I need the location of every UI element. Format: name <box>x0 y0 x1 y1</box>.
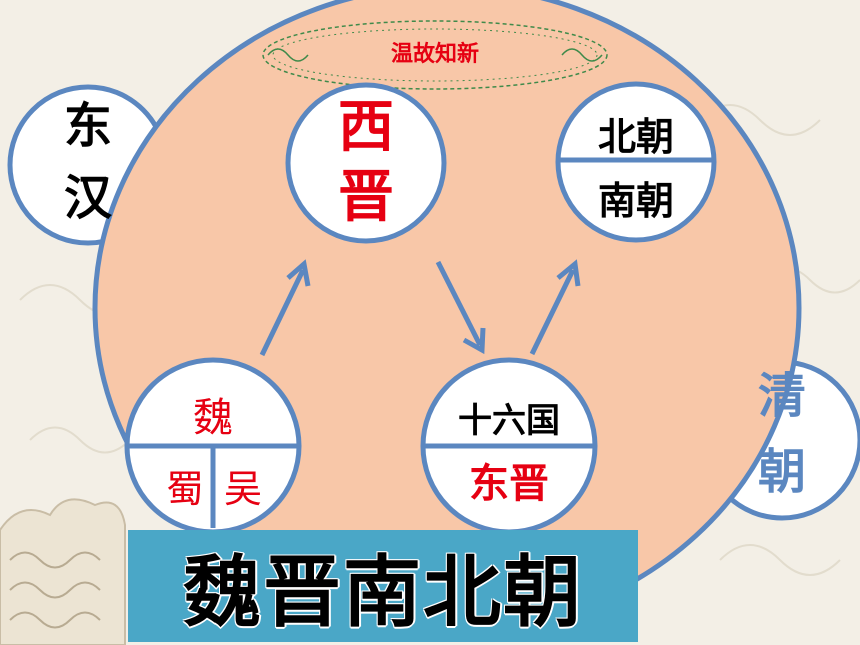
arrow-sanguo-to-xijin <box>259 268 306 357</box>
beinan-bottom: 南朝 <box>597 179 674 223</box>
title-banner: 魏晋南北朝 <box>128 530 638 642</box>
arrow-shiliu-to-beinan <box>529 268 576 356</box>
donghan-line2: 汉 <box>63 170 112 226</box>
xijin-line2: 晋 <box>338 165 394 230</box>
banner-title: 魏晋南北朝 <box>182 548 583 638</box>
xijin-circle <box>285 82 447 244</box>
beinan-top: 北朝 <box>597 115 674 159</box>
shiliu-top: 十六国 <box>458 401 560 441</box>
shiliu-bottom: 东晋 <box>469 461 549 507</box>
arrowhead-2 <box>462 327 486 355</box>
arrowhead-3 <box>556 259 581 287</box>
xijin-line1: 西 <box>338 95 394 160</box>
qing-line2: 朝 <box>757 444 806 500</box>
ornament-frame <box>262 20 608 90</box>
sanguo-top: 魏 <box>193 395 233 441</box>
sanguo-bottom-right: 吴 <box>223 467 262 511</box>
header-label: 温故知新 <box>390 42 479 67</box>
cloud-ornament <box>0 498 126 645</box>
qing-line1: 清 <box>757 368 806 424</box>
arrowhead-1 <box>286 259 311 287</box>
arrow-xijin-to-shiliu <box>435 260 483 347</box>
sanguo-bottom-left: 蜀 <box>165 467 204 511</box>
donghan-line1: 东 <box>63 98 112 154</box>
